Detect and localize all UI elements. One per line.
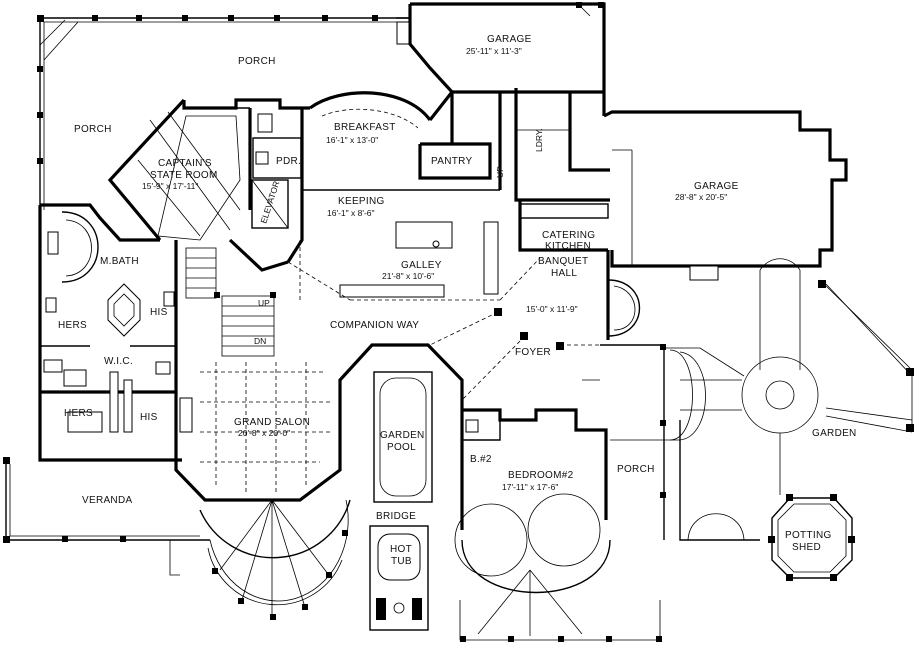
grand-salon-label: GRAND SALON	[234, 417, 310, 428]
veranda-radial-lines	[219, 499, 329, 614]
catering-label-1: CATERING	[542, 230, 595, 241]
garden-pool-label-2: POOL	[387, 442, 416, 453]
up-stair-label: UP	[258, 298, 270, 308]
elevator-label: ELEVATOR	[258, 180, 281, 225]
banquet-label-1: BANQUET	[538, 256, 588, 267]
garden-label: GARDEN	[812, 428, 857, 439]
bedroom2-label: BEDROOM#2	[508, 470, 574, 481]
his-closet-label: HIS	[140, 412, 158, 423]
garden-paths	[610, 258, 914, 541]
garden-pool-label-1: GARDEN	[380, 430, 425, 441]
captains-label-1: CAPTAIN'S	[158, 158, 212, 169]
potting-shed-label-2: SHED	[792, 542, 821, 553]
pantry-label: PANTRY	[431, 156, 472, 167]
bridge-label: BRIDGE	[376, 511, 416, 522]
his-bath-label: HIS	[150, 307, 168, 318]
captains-dims: 15'-9" x 17'-11"	[142, 181, 198, 191]
porch-right-label: PORCH	[617, 464, 655, 475]
breakfast-label: BREAKFAST	[334, 122, 396, 133]
potting-shed	[768, 494, 855, 581]
galley-label: GALLEY	[401, 260, 442, 271]
galley-dims: 21'-8" x 10'-6"	[382, 271, 434, 281]
captains-room-walls	[137, 107, 252, 241]
pdr-label: PDR.	[276, 156, 301, 167]
garage-right-label: GARAGE	[694, 181, 739, 192]
foyer-label: FOYER	[515, 347, 551, 358]
keeping-dims: 16'-1" x 8'-6"	[327, 208, 375, 218]
banquet-walls	[606, 250, 641, 340]
garage-top-dims: 25'-11" x 11'-3"	[466, 46, 522, 56]
room-labels: PORCH PORCH GARAGE 25'-11" x 11'-3" BREA…	[58, 34, 857, 567]
companion-way-label: COMPANION WAY	[330, 320, 419, 331]
potting-shed-label-1: POTTING	[785, 530, 832, 541]
bedroom2-dims: 17'-11" x 17'-6"	[502, 482, 558, 492]
porch-top-label: PORCH	[238, 56, 276, 67]
dn-stair-label: DN	[254, 336, 266, 346]
banquet-label-2: HALL	[551, 268, 577, 279]
up-small-label: UP	[495, 166, 505, 178]
veranda-label: VERANDA	[82, 495, 132, 506]
mbath-label: M.BATH	[100, 256, 139, 267]
porch-left-label: PORCH	[74, 124, 112, 135]
b2-label: B.#2	[470, 454, 492, 465]
porch-right-columns	[460, 344, 666, 642]
grand-salon-dims: 20'-8" x 20'-0"	[238, 428, 290, 438]
captains-label-2: STATE ROOM	[150, 170, 218, 181]
bedroom2-walls	[454, 344, 745, 642]
porch-outline	[37, 15, 410, 210]
wic-label: W.I.C.	[104, 356, 133, 367]
garage-top-label: GARAGE	[487, 34, 532, 45]
garden-pool	[369, 371, 433, 631]
banquet-dims: 15'-0" x 11'-9"	[526, 304, 578, 314]
grand-salon-grid	[179, 362, 330, 494]
catering-label-2: KITCHEN	[545, 241, 591, 252]
hot-tub-label-2: TUB	[391, 556, 412, 567]
ldry-label: LDRY.	[534, 128, 544, 152]
hot-tub-label-1: HOT	[390, 544, 412, 555]
veranda-columns	[3, 457, 348, 620]
veranda	[3, 457, 351, 620]
keeping-label: KEEPING	[338, 196, 385, 207]
porch-right-radial	[477, 569, 583, 636]
companion-way-lines	[287, 240, 600, 401]
hers-closet-label: HERS	[64, 408, 93, 419]
garage-right-dims: 28'-8" x 20'-5"	[675, 192, 727, 202]
garage-right	[519, 110, 848, 281]
garage-top	[396, 2, 606, 94]
pdr-walls	[251, 113, 302, 229]
breakfast-dims: 16'-1" x 13'-0"	[326, 135, 378, 145]
porch-columns	[37, 15, 378, 164]
hers-bath-label: HERS	[58, 320, 87, 331]
master-bath	[40, 211, 176, 433]
